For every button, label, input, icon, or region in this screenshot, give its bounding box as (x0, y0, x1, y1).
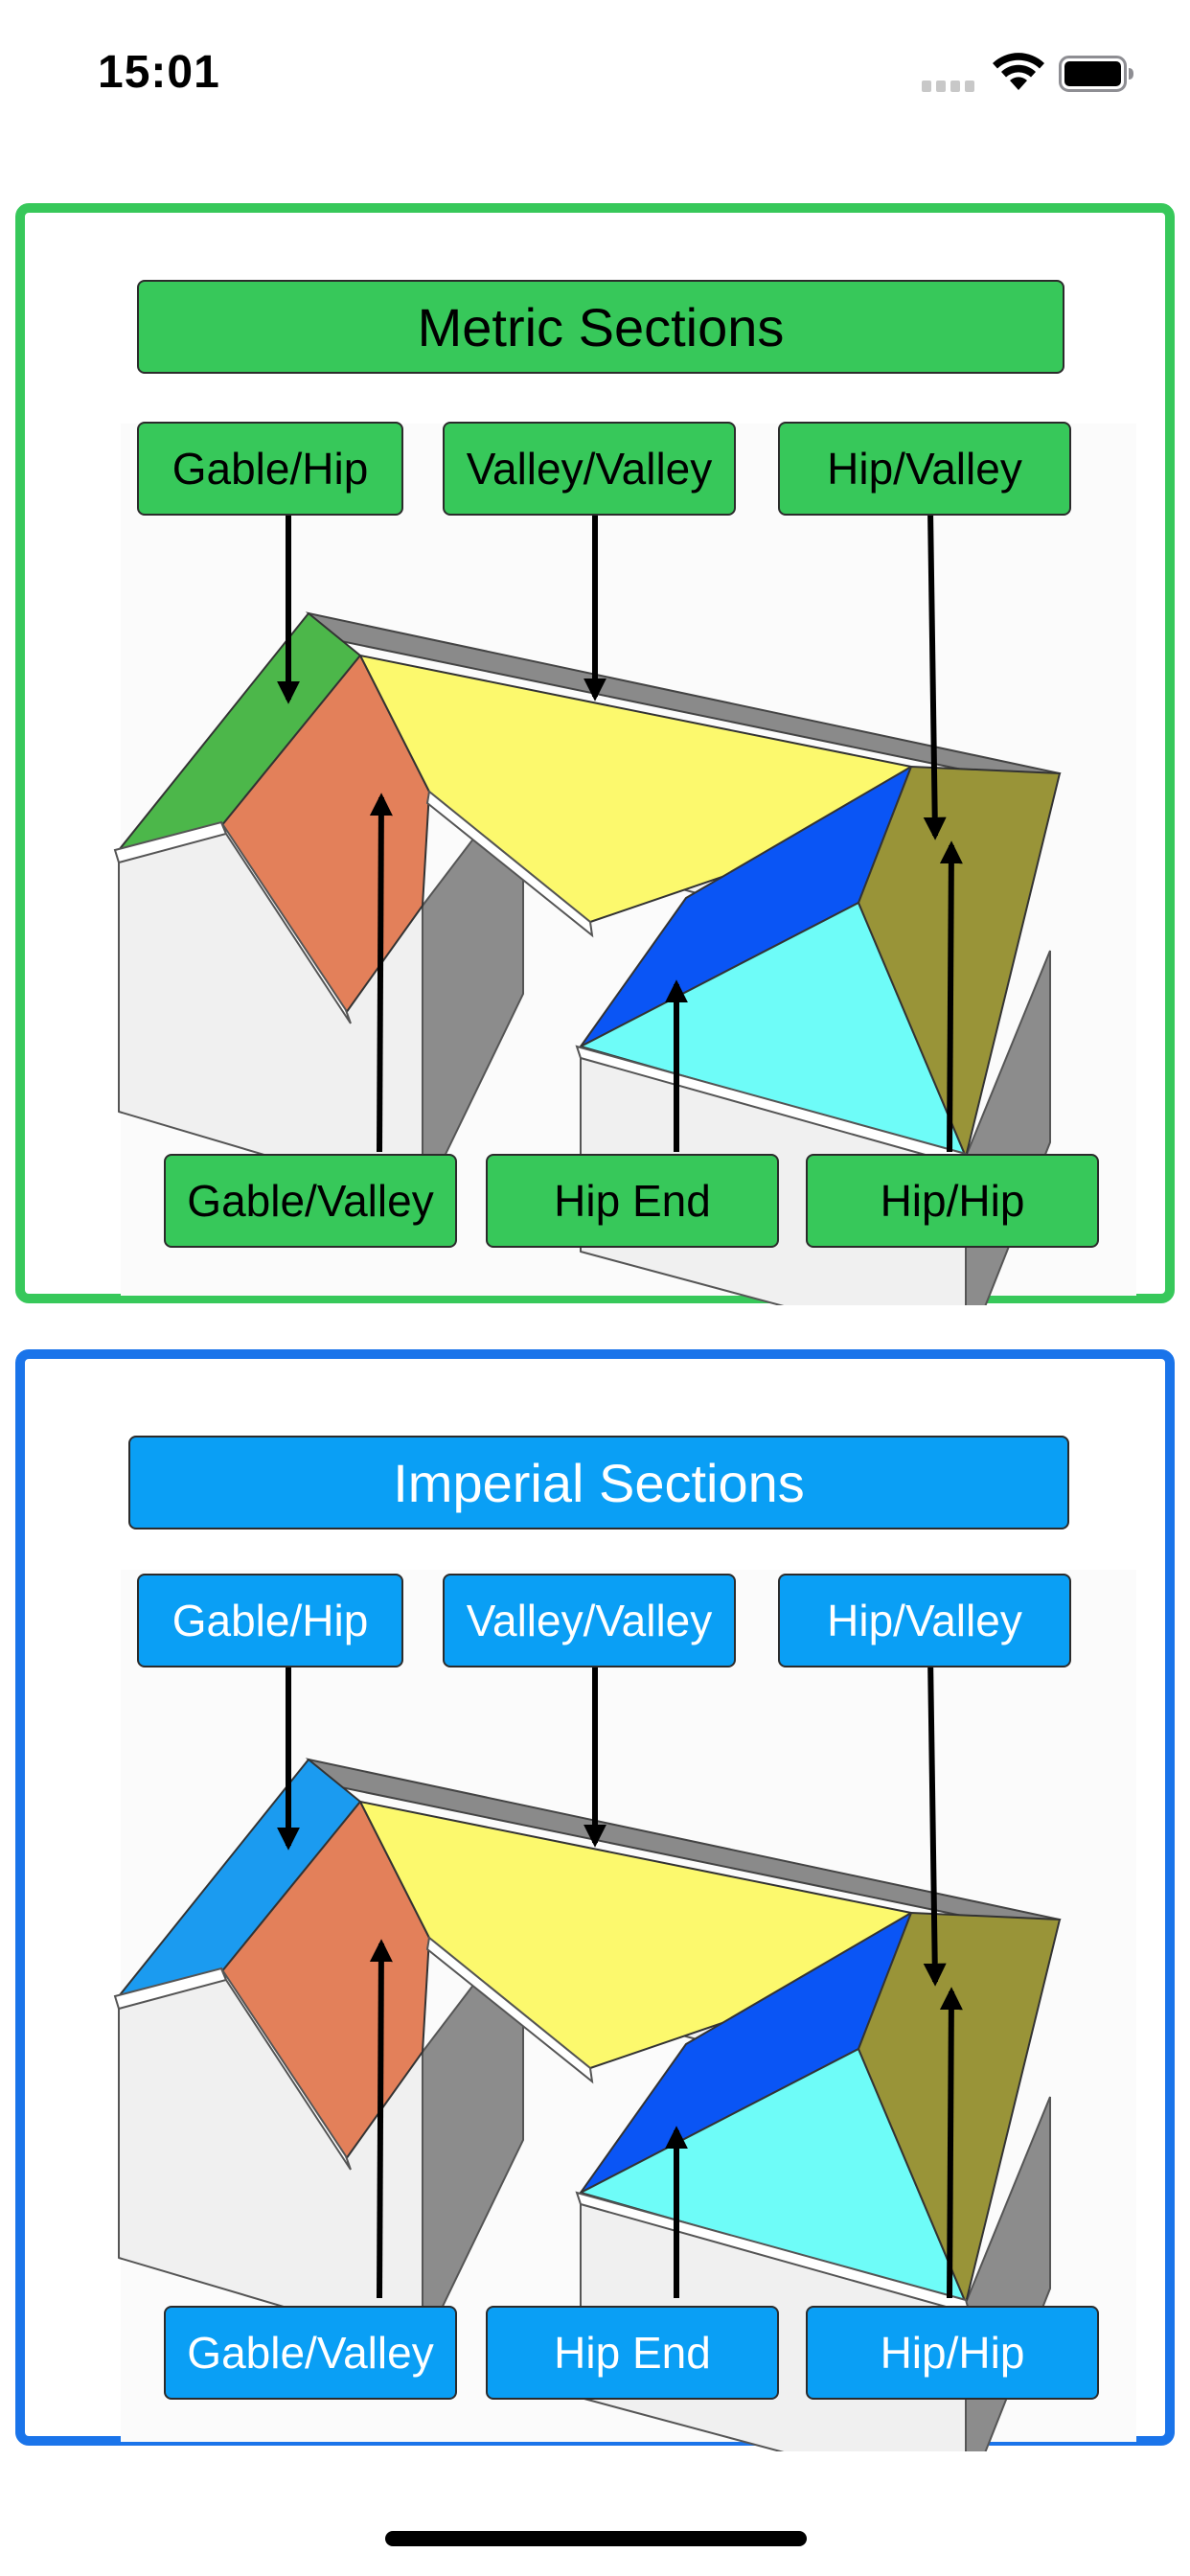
hip-valley-label[interactable]: Hip/Valley (778, 1574, 1071, 1668)
home-indicator (385, 2531, 807, 2546)
metric-sections-title: Metric Sections (137, 280, 1064, 374)
gable-hip-label[interactable]: Gable/Hip (137, 422, 403, 516)
imperial-roof-diagram (113, 1570, 1136, 2451)
imperial-sections-title: Imperial Sections (128, 1436, 1069, 1530)
hip-end-label[interactable]: Hip End (486, 2306, 779, 2400)
imperial-sections-card[interactable]: Imperial Sections Gable/Hip Valley/Valle… (15, 1349, 1175, 2451)
hip-hip-label[interactable]: Hip/Hip (806, 2306, 1099, 2400)
valley-valley-label[interactable]: Valley/Valley (443, 422, 736, 516)
imperial-arrow-gable-valley (369, 1939, 393, 2299)
status-bar: 15:01 (0, 0, 1190, 144)
metric-arrow-gable-valley (369, 793, 393, 1153)
hip-valley-label[interactable]: Hip/Valley (778, 422, 1071, 516)
imperial-arrow-hip-hip (939, 1987, 963, 2299)
hip-hip-label[interactable]: Hip/Hip (806, 1154, 1099, 1248)
imperial-valley-valley-plane (359, 1801, 912, 2069)
gable-valley-label[interactable]: Gable/Valley (164, 1154, 457, 1248)
wifi-icon (993, 53, 1044, 90)
metric-left-gable-eave (220, 821, 352, 1024)
status-time: 15:01 (98, 47, 220, 98)
gable-hip-label[interactable]: Gable/Hip (137, 1574, 403, 1668)
hip-end-label[interactable]: Hip End (486, 1154, 779, 1248)
cellular-signal-icon (922, 80, 974, 92)
battery-icon (1059, 56, 1133, 92)
metric-arrow-hip-hip (939, 840, 963, 1153)
metric-courtyard-eave (425, 790, 594, 938)
imperial-hip-hip-plane (858, 1912, 1061, 2304)
gable-valley-label[interactable]: Gable/Valley (164, 2306, 457, 2400)
imperial-courtyard-eave (425, 1936, 594, 2084)
metric-arrow-hip-valley (923, 509, 947, 840)
valley-valley-label[interactable]: Valley/Valley (443, 1574, 736, 1668)
imperial-arrow-hip-valley (923, 1655, 947, 1987)
metric-hip-hip-plane (858, 766, 1061, 1158)
metric-sections-card[interactable]: Metric Sections Gable/Hip Valley/Valley … (15, 203, 1175, 1305)
metric-valley-valley-plane (359, 655, 912, 923)
imperial-left-gable-eave (220, 1967, 352, 2171)
